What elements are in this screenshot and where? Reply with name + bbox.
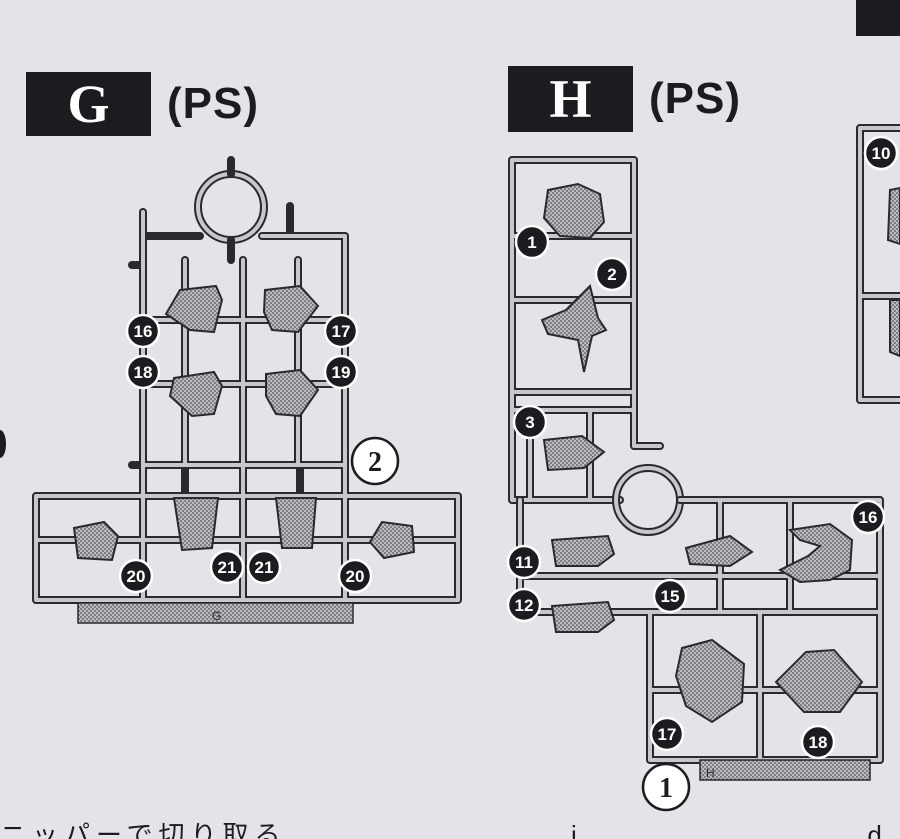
svg-text:21: 21 [218,558,237,577]
callout-right-10: 10 [863,135,899,171]
svg-text:18: 18 [134,363,153,382]
runner-g-parts [72,284,416,562]
callout-g-19: 19 [323,354,359,390]
runner-letter-h: H [508,66,633,132]
svg-text:17: 17 [332,322,351,341]
svg-text:19: 19 [332,363,351,382]
svg-text:10: 10 [872,144,891,163]
runner-g-frame: G [32,156,462,624]
runner-material-h: (PS) [649,74,741,123]
step-number-h: 1 [641,762,691,812]
callout-h-2: 2 [594,256,630,292]
callout-h-16: 16 [850,499,886,535]
callout-g-21-left: 21 [209,549,245,585]
callout-h-12: 12 [506,587,542,623]
svg-text:12: 12 [515,596,534,615]
runner-material-g: (PS) [167,79,259,128]
callout-g-21-right: 21 [246,549,282,585]
svg-text:2: 2 [368,447,382,478]
callout-h-3: 3 [512,404,548,440]
panel-h-header: H (PS) [508,66,741,132]
callout-h-11: 11 [506,544,542,580]
svg-text:18: 18 [809,733,828,752]
svg-text:3: 3 [525,413,534,432]
callout-g-18: 18 [125,354,161,390]
callout-g-20-left: 20 [118,558,154,594]
svg-text:20: 20 [346,567,365,586]
step-number-g: 2 [350,436,400,486]
cropped-instruction-text: ニッパーで切り取る i d i [0,820,900,839]
runner-partial-right [856,124,900,404]
svg-text:2: 2 [607,265,616,284]
svg-text:1: 1 [527,233,536,252]
callout-h-15: 15 [652,578,688,614]
svg-text:11: 11 [515,553,533,572]
svg-text:1: 1 [659,773,673,804]
callout-g-16: 16 [125,313,161,349]
svg-text:20: 20 [127,567,146,586]
svg-text:17: 17 [658,725,677,744]
svg-text:16: 16 [859,508,878,527]
svg-text:15: 15 [661,587,680,606]
corner-block [856,0,900,36]
svg-text:16: 16 [134,322,153,341]
callout-g-17: 17 [323,313,359,349]
callout-g-20-right: 20 [337,558,373,594]
runner-letter-g: G [26,72,151,136]
callout-h-1: 1 [514,224,550,260]
callout-h-18: 18 [800,724,836,760]
runner-h-tag: H [706,766,715,780]
left-edge-fragment [0,430,6,458]
callout-h-17: 17 [649,716,685,752]
runner-g-tag: G [212,609,221,623]
panel-g-header: G (PS) [26,72,259,136]
svg-text:21: 21 [255,558,274,577]
runner-h-parts [540,182,864,724]
